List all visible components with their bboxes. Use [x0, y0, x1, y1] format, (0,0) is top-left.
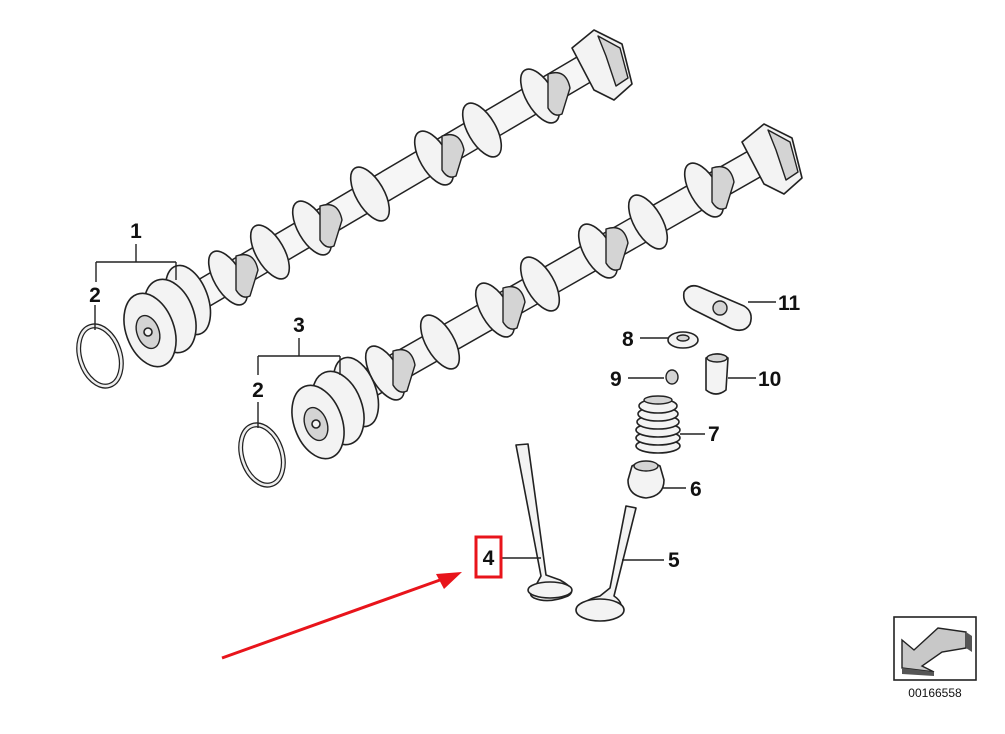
roller-rocker-arm — [682, 284, 752, 332]
valve-stem-seal — [627, 460, 665, 499]
callout-7: 7 — [708, 423, 720, 446]
callout-1: 1 — [130, 220, 142, 243]
callout-6: 6 — [690, 478, 702, 501]
catalog-symbol — [893, 616, 977, 681]
camshaft-upper-end-flange — [571, 29, 633, 101]
camshaft-upper-sprocket-end — [123, 264, 212, 368]
callout-2-lower: 2 — [252, 379, 264, 402]
exhaust-valve — [575, 505, 637, 622]
leader-lines — [94, 244, 776, 561]
callout-3: 3 — [293, 314, 305, 337]
sealing-ring-lower — [238, 422, 286, 488]
callout-10: 10 — [758, 368, 781, 391]
valve-spring-retainer — [667, 331, 699, 349]
intake-valve — [515, 443, 573, 602]
sealing-ring-upper — [76, 323, 124, 389]
callout-11: 11 — [778, 292, 801, 315]
camshaft-lower-lobes — [364, 162, 735, 401]
camshaft-upper-lobes — [207, 68, 571, 306]
callout-9: 9 — [610, 368, 622, 391]
callout-2-upper: 2 — [89, 284, 101, 307]
callout-8: 8 — [622, 328, 634, 351]
camshaft-lower-end-flange — [741, 123, 803, 195]
valve-collet — [665, 369, 679, 385]
callout-4-highlight-box — [474, 535, 503, 579]
document-number: 00166558 — [908, 686, 962, 700]
callout-4[interactable]: 4 — [483, 547, 495, 570]
valve-spring — [635, 395, 681, 454]
camshaft-lower — [291, 123, 803, 460]
hydraulic-lash-adjuster — [705, 353, 729, 395]
pointer-arrow — [221, 572, 462, 660]
camshaft-upper — [123, 29, 633, 368]
camshaft-lower-sprocket-end — [291, 356, 380, 460]
callout-5: 5 — [668, 549, 680, 572]
